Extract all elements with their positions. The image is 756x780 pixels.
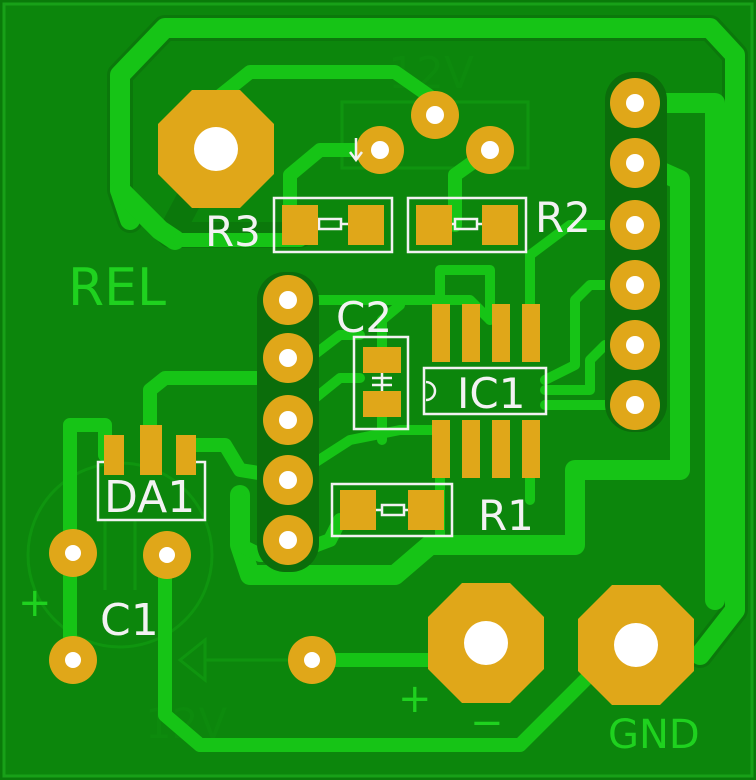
da1-pad-3 [176,435,196,475]
power-minus-label: − [470,700,504,746]
c1-pads [49,529,191,579]
c2-outline [352,335,410,431]
diode-pads [49,636,336,684]
c1-plus-label: + [18,580,52,626]
c2-pad-2 [363,391,401,417]
r1-label: R1 [478,491,534,540]
r3-outline [272,196,394,254]
power-pad-positive [428,583,544,703]
r3-label: R3 [205,207,261,256]
da1-pad-2 [140,425,162,475]
r3-pad-1 [282,205,318,245]
power-plus-label: + [398,676,432,722]
r2-pad-1 [416,205,452,245]
ic1-pin-1 [432,420,450,478]
r1-pad-1 [340,490,376,530]
ic1-pin-2 [462,420,480,478]
ic1-pin-3 [492,420,510,478]
relay-label: REL [68,258,166,318]
c1-label: C1 [100,595,159,646]
bottom-silkscreen [26,100,530,684]
power-pad-gnd [578,585,694,705]
r2-outline [406,196,528,254]
r1-pad-2 [408,490,444,530]
ic1-pin-5 [522,304,540,362]
mounting-pad-top-left [158,90,274,208]
relay-pin-marker [349,138,363,163]
top-silkscreen [96,196,548,538]
right-header-pins [610,78,660,430]
r2-pad-2 [482,205,518,245]
ic1-pin-6 [492,304,510,362]
ic1-pin-8 [432,304,450,362]
ic1-notch [425,380,437,402]
ic1-label: IC1 [457,369,525,418]
da1-label: DA1 [104,472,195,523]
smd-pads [104,205,540,530]
through-hole-pads [49,78,694,705]
r1-outline [330,482,454,538]
da1-pad-1 [104,435,124,475]
r3-pad-2 [348,205,384,245]
left-header-pins [263,275,313,565]
ic1-pin-4 [522,420,540,478]
r2-label: R2 [535,193,591,242]
relay-pads [356,91,514,174]
c2-pad-1 [363,347,401,373]
gnd-label: GND [608,712,700,758]
da1-outline [96,460,207,522]
c2-label: C2 [336,293,392,342]
ic1-outline [422,366,548,416]
ic1-pin-7 [462,304,480,362]
